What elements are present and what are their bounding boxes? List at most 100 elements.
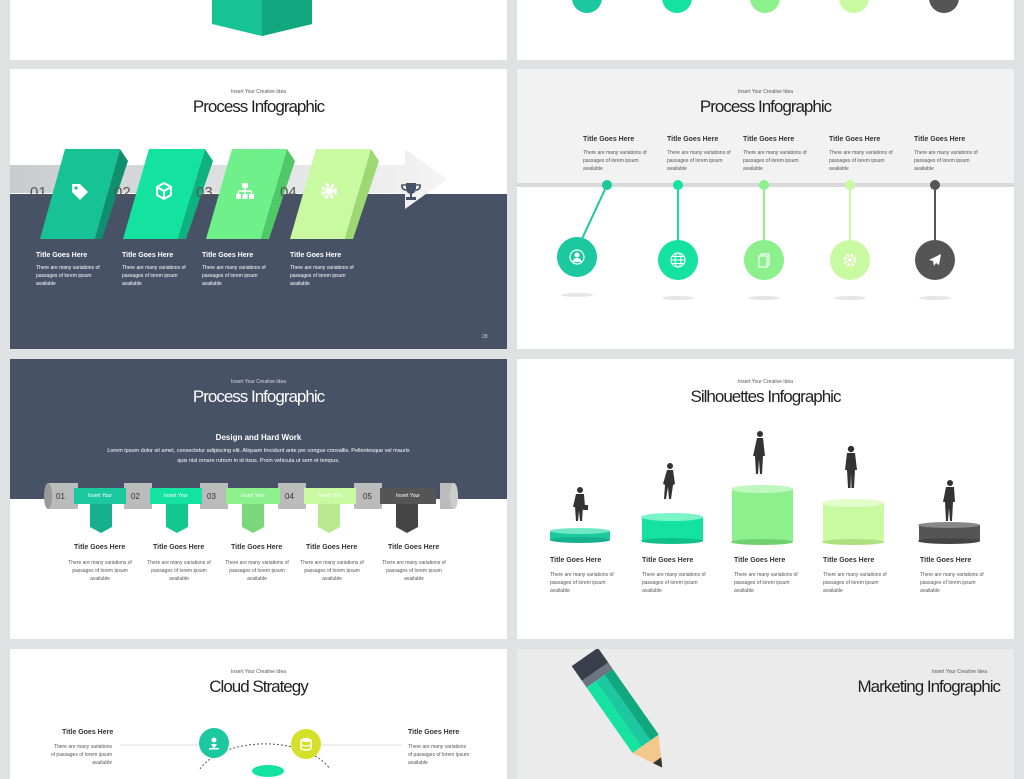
step-number-02: 02 <box>114 184 131 201</box>
timeline-graphic <box>517 180 1014 300</box>
segment-label-2: Insert Your <box>164 493 188 499</box>
slide-subtitle: Insert Your Creative Idea <box>230 379 287 385</box>
segment-title-5: Title Goes Here <box>388 544 440 551</box>
cloud-desc-right: There are many variations of passages of… <box>408 744 470 766</box>
podium-title-3: Title Goes Here <box>734 557 786 564</box>
slide-title: Process Infographic <box>192 387 325 406</box>
segment-number-02: 02 <box>131 492 140 501</box>
navy-header-panel <box>10 359 507 499</box>
segment-desc-5: There are many variations of passages of… <box>382 560 446 582</box>
step-desc-3: There are many variations of passages of… <box>202 265 266 287</box>
cloud-title-left: Title Goes Here <box>62 729 114 736</box>
cloud-desc-left: There are many variations of passages of… <box>50 744 112 766</box>
node-title-5: Title Goes Here <box>914 136 966 143</box>
slide-subtitle: Insert Your Creative Idea <box>931 669 987 675</box>
segment-title-4: Title Goes Here <box>306 544 358 551</box>
segment-title-3: Title Goes Here <box>231 544 283 551</box>
slide-subtitle: Insert Your Creative Idea <box>230 669 287 675</box>
podium-desc-5: There are many variations of passages of… <box>920 572 984 594</box>
slide-process-timeline[interactable]: Insert Your Creative Idea Process Infogr… <box>517 69 1014 349</box>
trophy-icon <box>400 180 422 202</box>
node-title-3: Title Goes Here <box>743 136 795 143</box>
node-desc-3: There are many variations of passages of… <box>743 150 807 172</box>
node-title-4: Title Goes Here <box>829 136 881 143</box>
segment-label-1: Insert Your <box>88 493 112 499</box>
cloud-diagram-graphic <box>120 728 402 777</box>
step-desc-2: There are many variations of passages of… <box>122 265 186 287</box>
gear-icon <box>840 250 860 270</box>
section-heading: Design and Hard Work <box>215 433 302 442</box>
step-title-4: Title Goes Here <box>290 252 342 259</box>
segment-number-03: 03 <box>207 492 216 501</box>
slide-top-left[interactable] <box>10 0 507 60</box>
podium-title-5: Title Goes Here <box>920 557 972 564</box>
podium-title-1: Title Goes Here <box>550 557 602 564</box>
node-title-2: Title Goes Here <box>667 136 719 143</box>
step-desc-4: There are many variations of passages of… <box>290 265 354 287</box>
segment-number-05: 05 <box>363 492 372 501</box>
slide-top-right[interactable] <box>517 0 1014 60</box>
segment-label-5: Insert Your <box>396 493 420 499</box>
podium-desc-2: There are many variations of passages of… <box>642 572 706 594</box>
podium-title-4: Title Goes Here <box>823 557 875 564</box>
airplane-icon <box>925 250 945 270</box>
step-title-3: Title Goes Here <box>202 252 254 259</box>
slide-cloud-strategy[interactable]: Insert Your Creative Idea Cloud Strategy… <box>10 649 507 779</box>
slide-title: Process Infographic <box>699 97 832 116</box>
slide-subtitle: Insert Your Creative Idea <box>230 89 287 95</box>
segment-label-3: Insert Your <box>241 493 265 499</box>
segment-title-2: Title Goes Here <box>153 544 205 551</box>
podium-desc-4: There are many variations of passages of… <box>823 572 887 594</box>
step-number-01: 01 <box>30 184 47 201</box>
step-number-04: 04 <box>280 184 297 201</box>
node-title-1: Title Goes Here <box>583 136 635 143</box>
user-icon <box>567 247 587 267</box>
hierarchy-icon <box>234 180 256 202</box>
tag-icon <box>68 180 90 202</box>
slide-marketing[interactable]: Insert Your Creative Idea Marketing Info… <box>517 649 1014 779</box>
step-desc-1: There are many variations of passages of… <box>36 265 100 287</box>
document-icon <box>754 250 774 270</box>
gear-icon <box>318 180 340 202</box>
node-desc-2: There are many variations of passages of… <box>667 150 731 172</box>
slide-title: Process Infographic <box>192 97 325 116</box>
slide-process-cylinders[interactable]: Insert Your Creative Idea Process Infogr… <box>10 359 507 639</box>
slide-title: Cloud Strategy <box>209 677 308 696</box>
ribbon-arrow-graphic <box>10 149 447 239</box>
node-desc-4: There are many variations of passages of… <box>829 150 893 172</box>
segment-title-1: Title Goes Here <box>74 544 126 551</box>
podium-desc-1: There are many variations of passages of… <box>550 572 614 594</box>
slide-subtitle: Insert Your Creative Idea <box>737 379 794 385</box>
segment-number-01: 01 <box>56 492 65 501</box>
slide-title: Marketing Infographic <box>857 677 1001 696</box>
node-desc-1: There are many variations of passages of… <box>583 150 647 172</box>
slide-title: Silhouettes Infographic <box>690 387 842 406</box>
section-body: Lorem ipsum dolor sit amet, consectetur … <box>107 448 410 464</box>
database-icon <box>296 734 316 754</box>
page-number: 28 <box>482 334 488 340</box>
node-desc-5: There are many variations of passages of… <box>914 150 978 172</box>
slide-subtitle: Insert Your Creative Idea <box>737 89 794 95</box>
segment-desc-4: There are many variations of passages of… <box>300 560 364 582</box>
slide-process-ribbon[interactable]: Insert Your Creative Idea Process Infogr… <box>10 69 507 349</box>
person-pin-icon <box>204 733 224 753</box>
podium-title-2: Title Goes Here <box>642 557 694 564</box>
circle-row-graphic <box>572 0 959 13</box>
segment-desc-3: There are many variations of passages of… <box>225 560 289 582</box>
cube-icon <box>153 180 175 202</box>
podium-graphic <box>550 431 980 545</box>
slide-silhouettes[interactable]: Insert Your Creative Idea Silhouettes In… <box>517 359 1014 639</box>
step-number-03: 03 <box>196 184 213 201</box>
pencil-graphic <box>571 649 663 768</box>
podium-desc-3: There are many variations of passages of… <box>734 572 798 594</box>
cube-graphic <box>212 0 312 36</box>
segment-number-04: 04 <box>285 492 294 501</box>
gray-header-band <box>517 69 1014 187</box>
segment-desc-2: There are many variations of passages of… <box>147 560 211 582</box>
segment-desc-1: There are many variations of passages of… <box>68 560 132 582</box>
cloud-title-right: Title Goes Here <box>408 729 460 736</box>
cylinder-bar-graphic <box>44 483 458 533</box>
globe-icon <box>668 250 688 270</box>
segment-label-4: Insert Your <box>318 493 342 499</box>
step-title-1: Title Goes Here <box>36 252 88 259</box>
